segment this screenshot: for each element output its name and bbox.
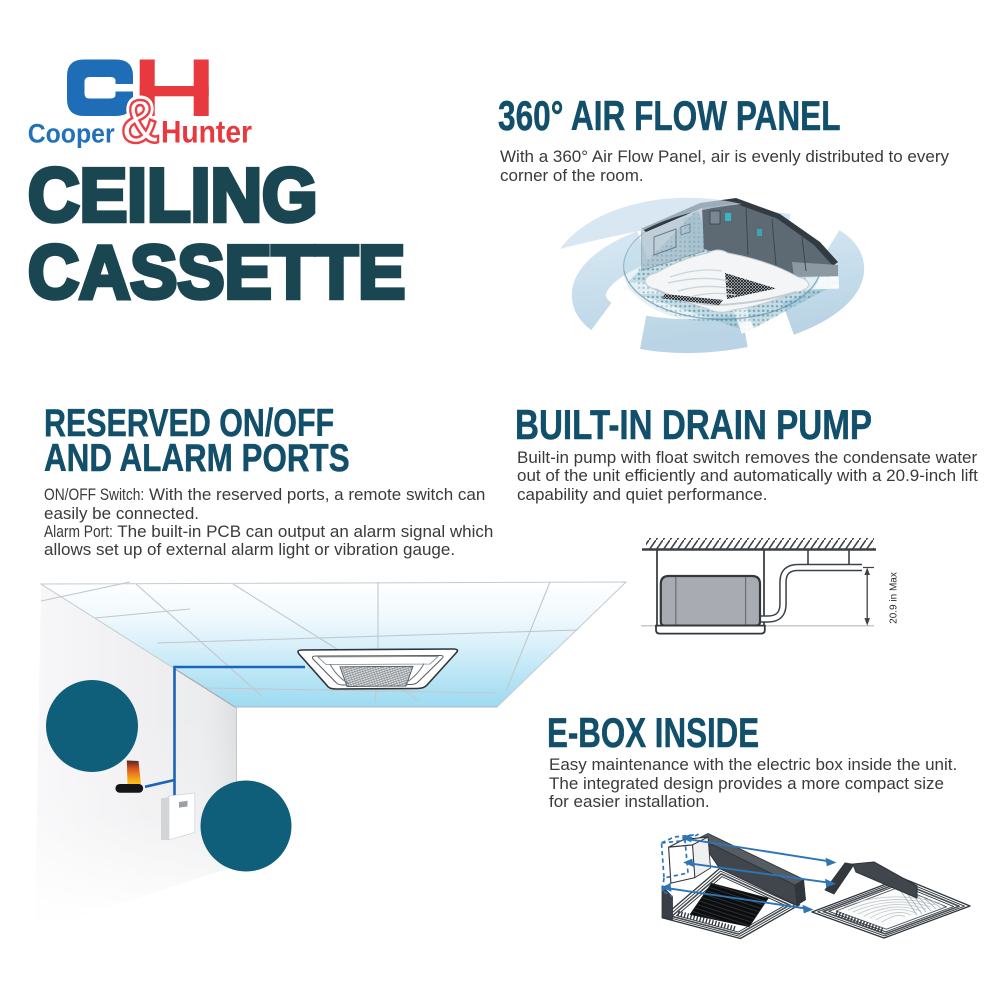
svg-text:20.9 in Max: 20.9 in Max xyxy=(889,572,900,624)
svg-text:&: & xyxy=(121,88,160,156)
svg-text:Hunter: Hunter xyxy=(161,115,252,150)
svg-text:&: & xyxy=(121,88,160,156)
svg-text:Cooper: Cooper xyxy=(28,120,115,149)
